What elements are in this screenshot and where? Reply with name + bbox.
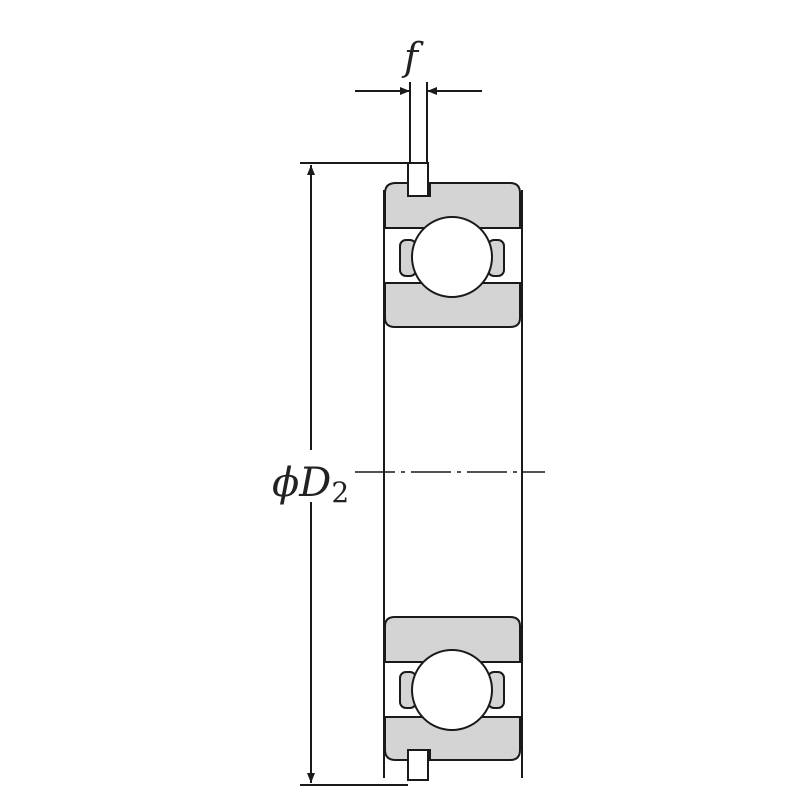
inner-ring-top <box>384 282 521 328</box>
bottom-section <box>384 616 521 781</box>
f-label: f <box>401 35 424 79</box>
snap-ring-top <box>407 162 429 197</box>
diameter-subscript: 2 <box>331 476 349 509</box>
snap-ring-bottom <box>407 749 429 781</box>
outer-ring-top <box>384 182 521 229</box>
d2-label: ϕD2 <box>272 460 349 509</box>
diameter-symbol: D <box>298 460 331 506</box>
ball-bottom <box>411 649 493 731</box>
f-dimension <box>355 82 482 163</box>
ball-top <box>411 216 493 298</box>
top-section <box>384 162 521 328</box>
diameter-prefix: ϕ <box>272 460 299 506</box>
inner-ring-bottom <box>384 616 521 663</box>
